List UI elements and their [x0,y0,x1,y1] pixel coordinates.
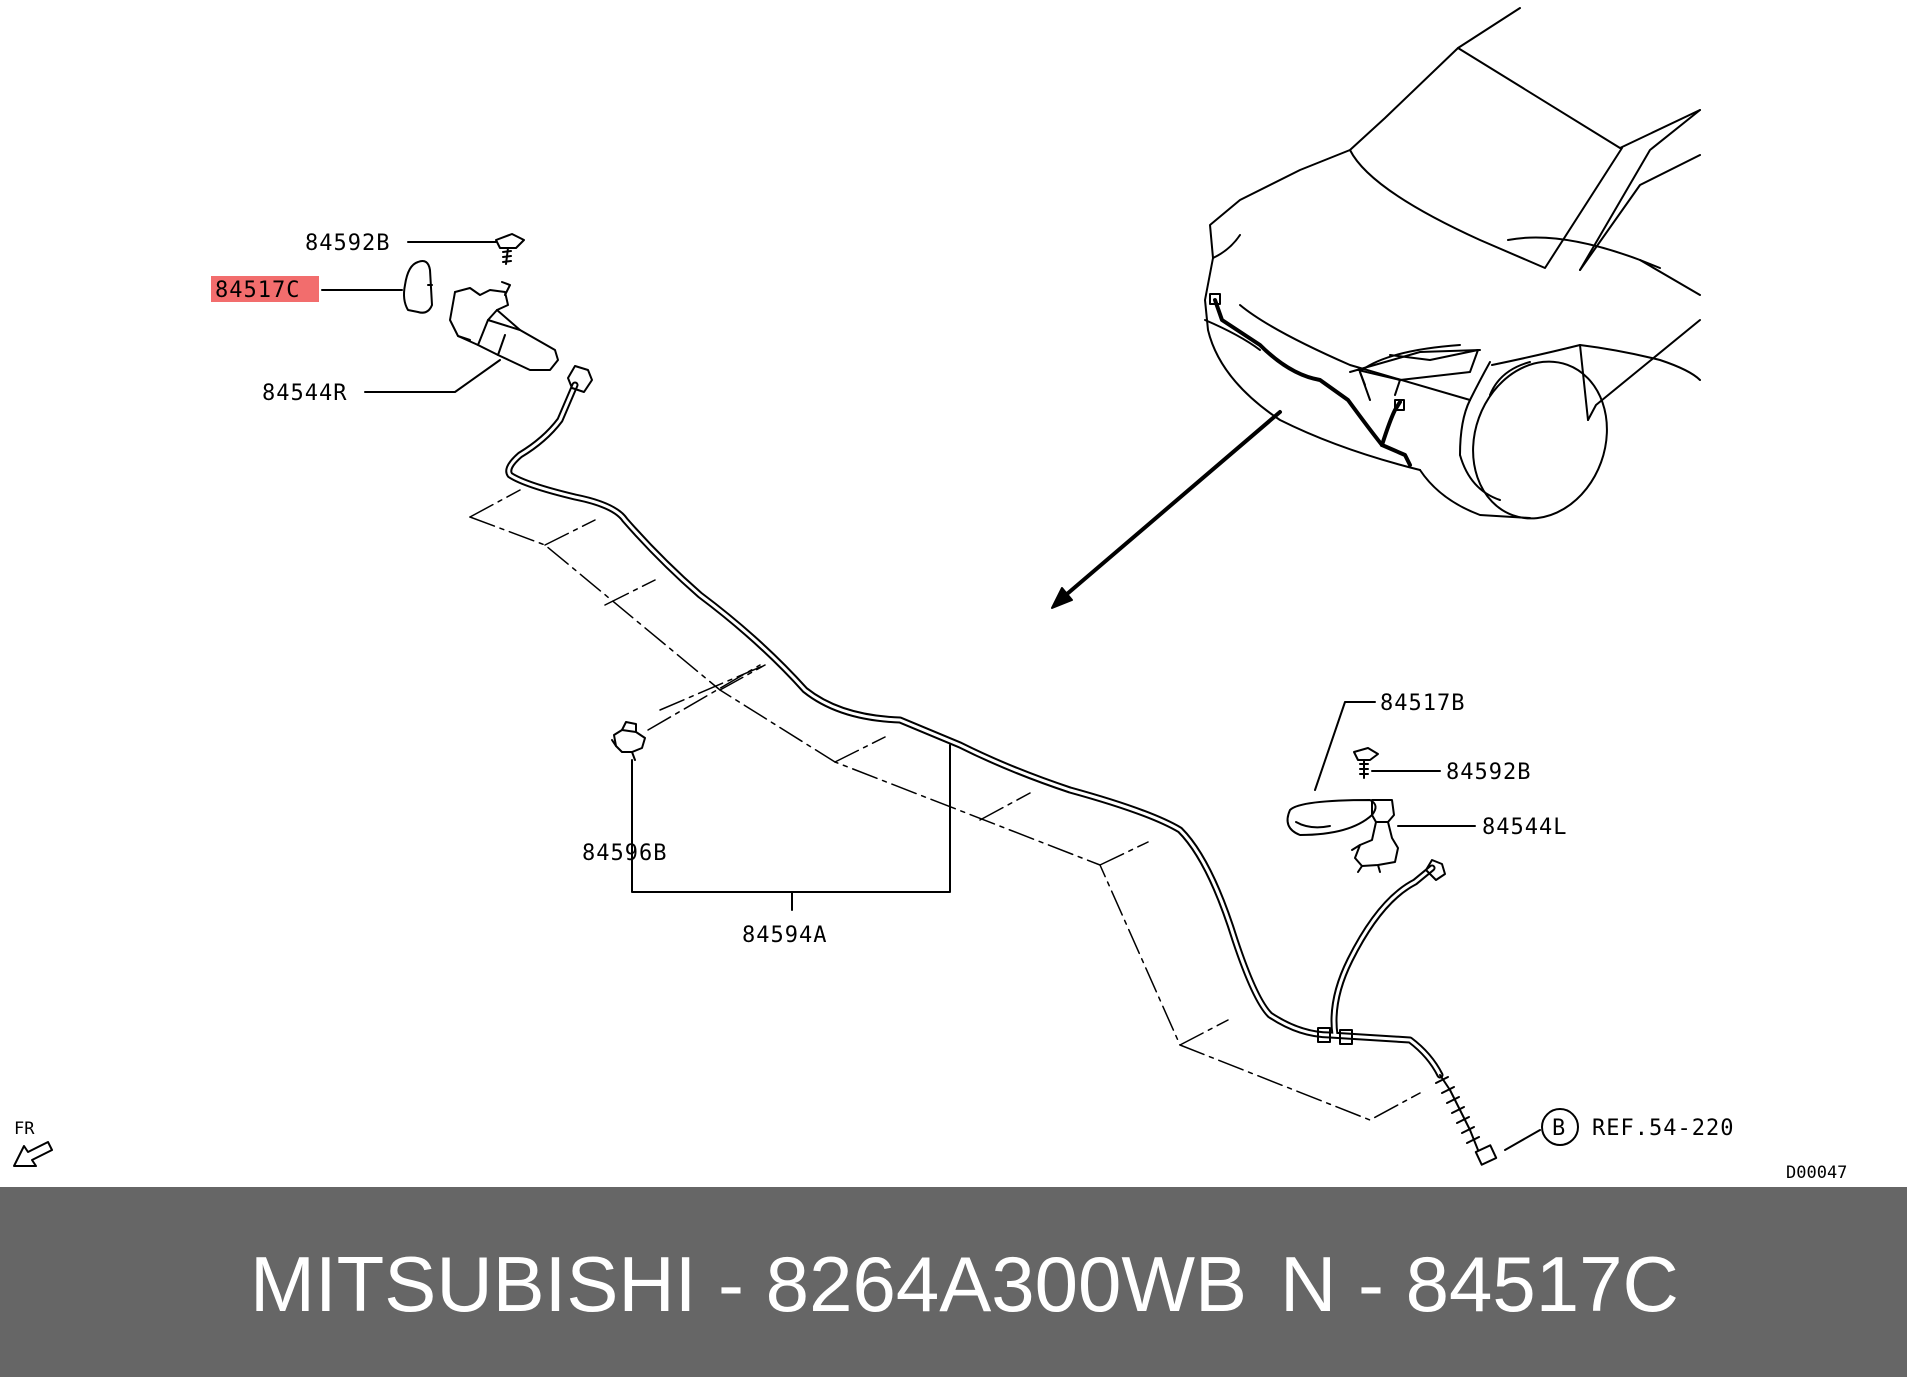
label-84596B: 84596B [582,841,667,866]
clip-84596B [611,721,646,761]
cap-84517B [1286,799,1377,836]
ref-circle [1541,1108,1579,1146]
hose-connector-r [567,365,593,393]
clip-dashdot-leader [647,664,761,731]
label-fr: FR [14,1119,35,1139]
parts-diagram: 84592B 84517C 84544R 84596B 84594A 84517… [13,7,1847,1183]
bumper-outline [469,489,1421,1121]
footer-reference-number: N - 84517C [1280,1240,1679,1328]
footer-bar: MITSUBISHI - 8264A300WB N - 84517C [0,1187,1907,1377]
view-arrow-head [1051,587,1073,609]
highlight-84517C [211,276,319,302]
drawing-code: D00047 [1786,1163,1847,1183]
label-84544L: 84544L [1482,815,1567,840]
fr-arrow-icon [13,1141,53,1167]
label-ref: REF.54-220 [1592,1116,1734,1141]
hose-t-joint [1317,1027,1353,1045]
hose-corrugated-tail [1435,1074,1498,1166]
washer-hose-inner [507,383,1442,1077]
label-84517C: 84517C [215,278,300,303]
car-harness-connectors [1209,293,1405,411]
label-84517B: 84517B [1380,691,1465,716]
car-body-outline [1204,7,1701,520]
label-84544R: 84544R [262,381,347,406]
label-84592B-right: 84592B [1446,760,1531,785]
cap-84517C [403,260,433,314]
label-84592B-top: 84592B [305,231,390,256]
screw-84592B-top [495,233,525,265]
screw-84592B-right [1353,747,1379,779]
hose-connector-l [1425,859,1446,881]
label-84594A: 84594A [742,923,827,948]
leader-lines [321,241,1541,1151]
view-arrow [1058,410,1282,602]
footer-brand-part-number: MITSUBISHI - 8264A300WB [250,1240,1248,1328]
nozzle-84544R [449,281,559,371]
ref-circle-letter: B [1552,1116,1566,1141]
